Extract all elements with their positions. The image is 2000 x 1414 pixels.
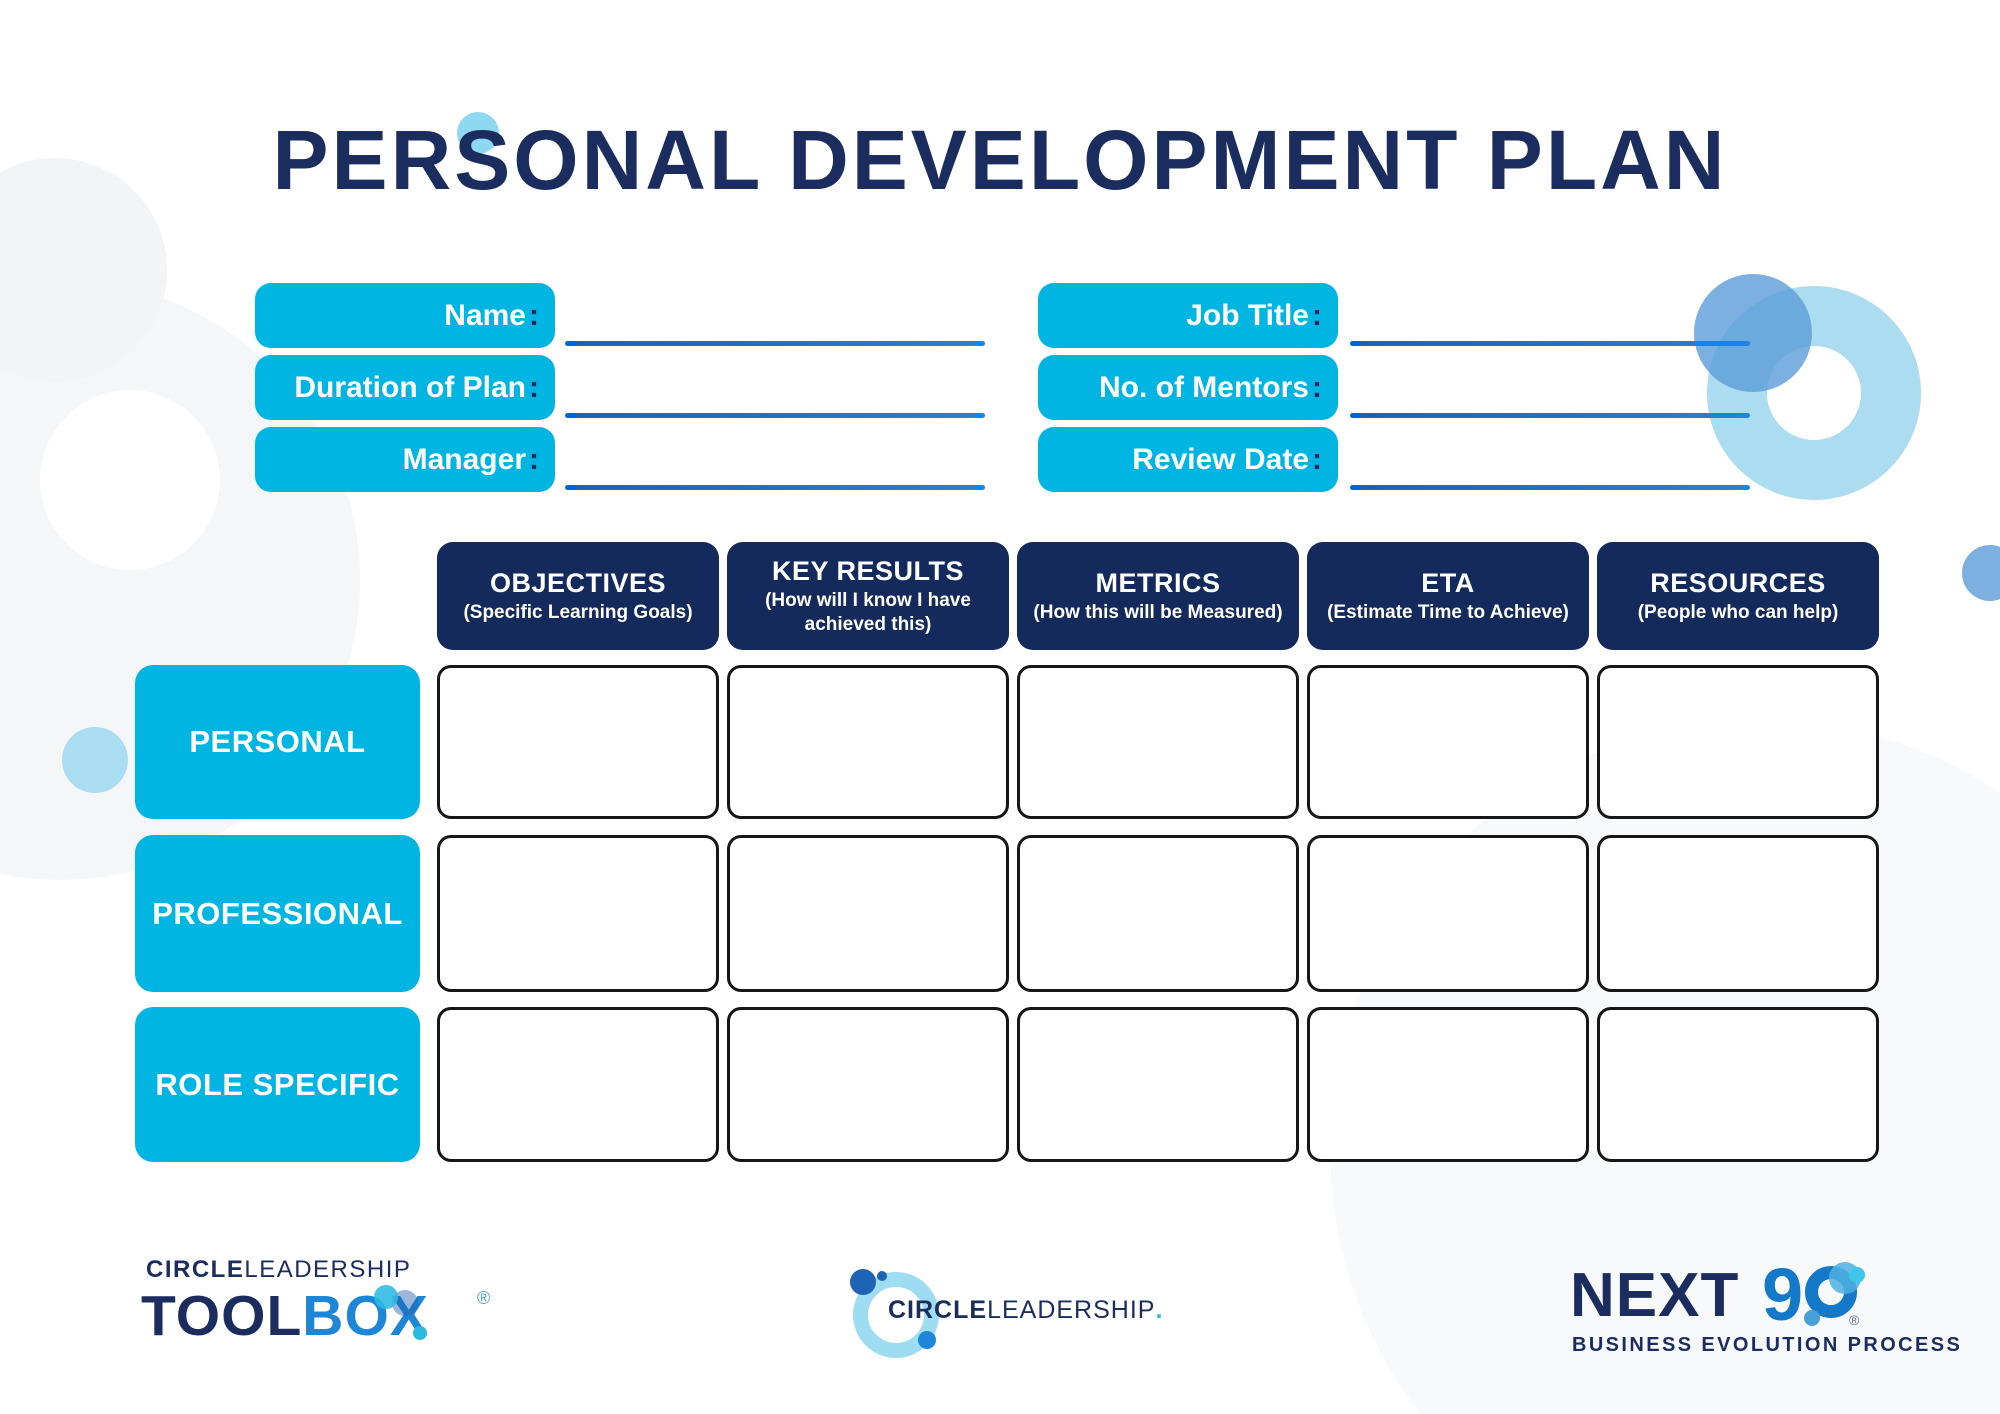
toolbox-word-box: BOX <box>302 1284 429 1348</box>
next90-registered-mark: ® <box>1849 1312 1860 1328</box>
decorative-blue-circle <box>1962 545 2000 601</box>
manager-field-label: Manager: <box>255 427 555 492</box>
toolbox-brand-bold: CIRCLE <box>146 1256 245 1283</box>
cell-personal-eta[interactable] <box>1307 665 1589 819</box>
manager-label-colon: : <box>529 442 539 476</box>
cell-personal-metrics[interactable] <box>1017 665 1299 819</box>
column-title: ETA <box>1421 567 1475 598</box>
column-header-key-results: KEY RESULTS (How will I know I have achi… <box>727 542 1009 650</box>
duration-label-text: Duration of Plan <box>294 370 526 404</box>
duration-field-label: Duration of Plan: <box>255 355 555 420</box>
review-date-write-line[interactable] <box>1350 485 1750 490</box>
column-title: METRICS <box>1095 567 1221 598</box>
column-title: OBJECTIVES <box>489 567 667 598</box>
column-subtitle: (How will I know I have achieved this) <box>765 589 971 635</box>
job-title-label-colon: : <box>1312 298 1322 332</box>
background-circle <box>40 390 220 570</box>
cell-personal-key-results[interactable] <box>727 665 1009 819</box>
column-subtitle: (Estimate Time to Achieve) <box>1327 601 1569 623</box>
circle-leadership-bold: CIRCLE <box>888 1296 988 1324</box>
next90-word-next: NEXT <box>1570 1261 1740 1330</box>
name-label-text: Name <box>444 298 526 332</box>
circle-leadership-wordmark: CIRCLELEADERSHIP. <box>888 1296 1163 1325</box>
cell-role-specific-objectives[interactable] <box>437 1007 719 1162</box>
mentors-field-label: No. of Mentors: <box>1038 355 1338 420</box>
circle-leadership-ring-dot-large <box>850 1269 876 1295</box>
manager-label-text: Manager <box>402 442 526 476</box>
duration-label-colon: : <box>529 370 539 404</box>
column-subtitle: (How this will be Measured) <box>1033 601 1283 623</box>
mentors-label-text: No. of Mentors <box>1099 370 1309 404</box>
next90-tagline: BUSINESS EVOLUTION PROCESS <box>1572 1334 1963 1356</box>
next90-deco-bubble-cyan <box>1849 1267 1865 1283</box>
toolbox-registered-mark: ® <box>477 1288 491 1308</box>
toolbox-brand-rest: LEADERSHIP <box>244 1256 412 1283</box>
toolbox-deco-cyan-dot <box>413 1326 427 1340</box>
name-label-colon: : <box>529 298 539 332</box>
cell-professional-key-results[interactable] <box>727 835 1009 992</box>
next90-deco-bubble-small <box>1804 1310 1820 1326</box>
manager-write-line[interactable] <box>565 485 985 490</box>
next90-digit-nine: 9 <box>1762 1253 1804 1336</box>
row-label-personal: PERSONAL <box>135 665 420 819</box>
column-header-eta: ETA (Estimate Time to Achieve) <box>1307 542 1589 650</box>
cell-role-specific-metrics[interactable] <box>1017 1007 1299 1162</box>
circle-leadership-rest: LEADERSHIP <box>987 1296 1156 1324</box>
review-date-field-label: Review Date: <box>1038 427 1338 492</box>
column-title: RESOURCES <box>1650 567 1826 598</box>
cell-professional-objectives[interactable] <box>437 835 719 992</box>
cell-personal-objectives[interactable] <box>437 665 719 819</box>
column-title: KEY RESULTS <box>771 555 965 586</box>
cell-role-specific-eta[interactable] <box>1307 1007 1589 1162</box>
row-label-professional: PROFESSIONAL <box>135 835 420 992</box>
job-title-write-line[interactable] <box>1350 341 1750 346</box>
title-accent-circle <box>457 112 499 154</box>
job-title-label-text: Job Title <box>1186 298 1309 332</box>
page-title: PERSONAL DEVELOPMENT PLAN <box>272 113 1728 207</box>
review-date-label-colon: : <box>1312 442 1322 476</box>
cell-professional-resources[interactable] <box>1597 835 1879 992</box>
toolbox-deco-cyan-circle <box>374 1285 398 1309</box>
column-subtitle: (People who can help) <box>1637 601 1839 623</box>
column-header-resources: RESOURCES (People who can help) <box>1597 542 1879 650</box>
cell-role-specific-resources[interactable] <box>1597 1007 1879 1162</box>
decorative-light-blue-circle <box>62 727 128 793</box>
cell-role-specific-key-results[interactable] <box>727 1007 1009 1162</box>
column-header-metrics: METRICS (How this will be Measured) <box>1017 542 1299 650</box>
job-title-field-label: Job Title: <box>1038 283 1338 348</box>
toolbox-word-tool: TOOL <box>141 1284 303 1348</box>
toolbox-logo-wordmark: TOOLBOX <box>141 1283 429 1349</box>
circle-leadership-ring-dot-small <box>877 1271 887 1281</box>
row-label-role-specific: ROLE SPECIFIC <box>135 1007 420 1162</box>
mentors-write-line[interactable] <box>1350 413 1750 418</box>
duration-write-line[interactable] <box>565 413 985 418</box>
name-field-label: Name: <box>255 283 555 348</box>
column-subtitle: (Specific Learning Goals) <box>463 601 693 623</box>
mentors-label-colon: : <box>1312 370 1322 404</box>
circle-leadership-ring-dot-blue <box>918 1331 936 1349</box>
cell-professional-eta[interactable] <box>1307 835 1589 992</box>
circle-leadership-period: . <box>1155 1296 1164 1324</box>
column-header-objectives: OBJECTIVES (Specific Learning Goals) <box>437 542 719 650</box>
cell-professional-metrics[interactable] <box>1017 835 1299 992</box>
name-write-line[interactable] <box>565 341 985 346</box>
cell-personal-resources[interactable] <box>1597 665 1879 819</box>
toolbox-logo-brand-line: CIRCLELEADERSHIP <box>146 1256 411 1284</box>
decorative-blue-circle <box>1694 274 1812 392</box>
review-date-label-text: Review Date <box>1132 442 1309 476</box>
